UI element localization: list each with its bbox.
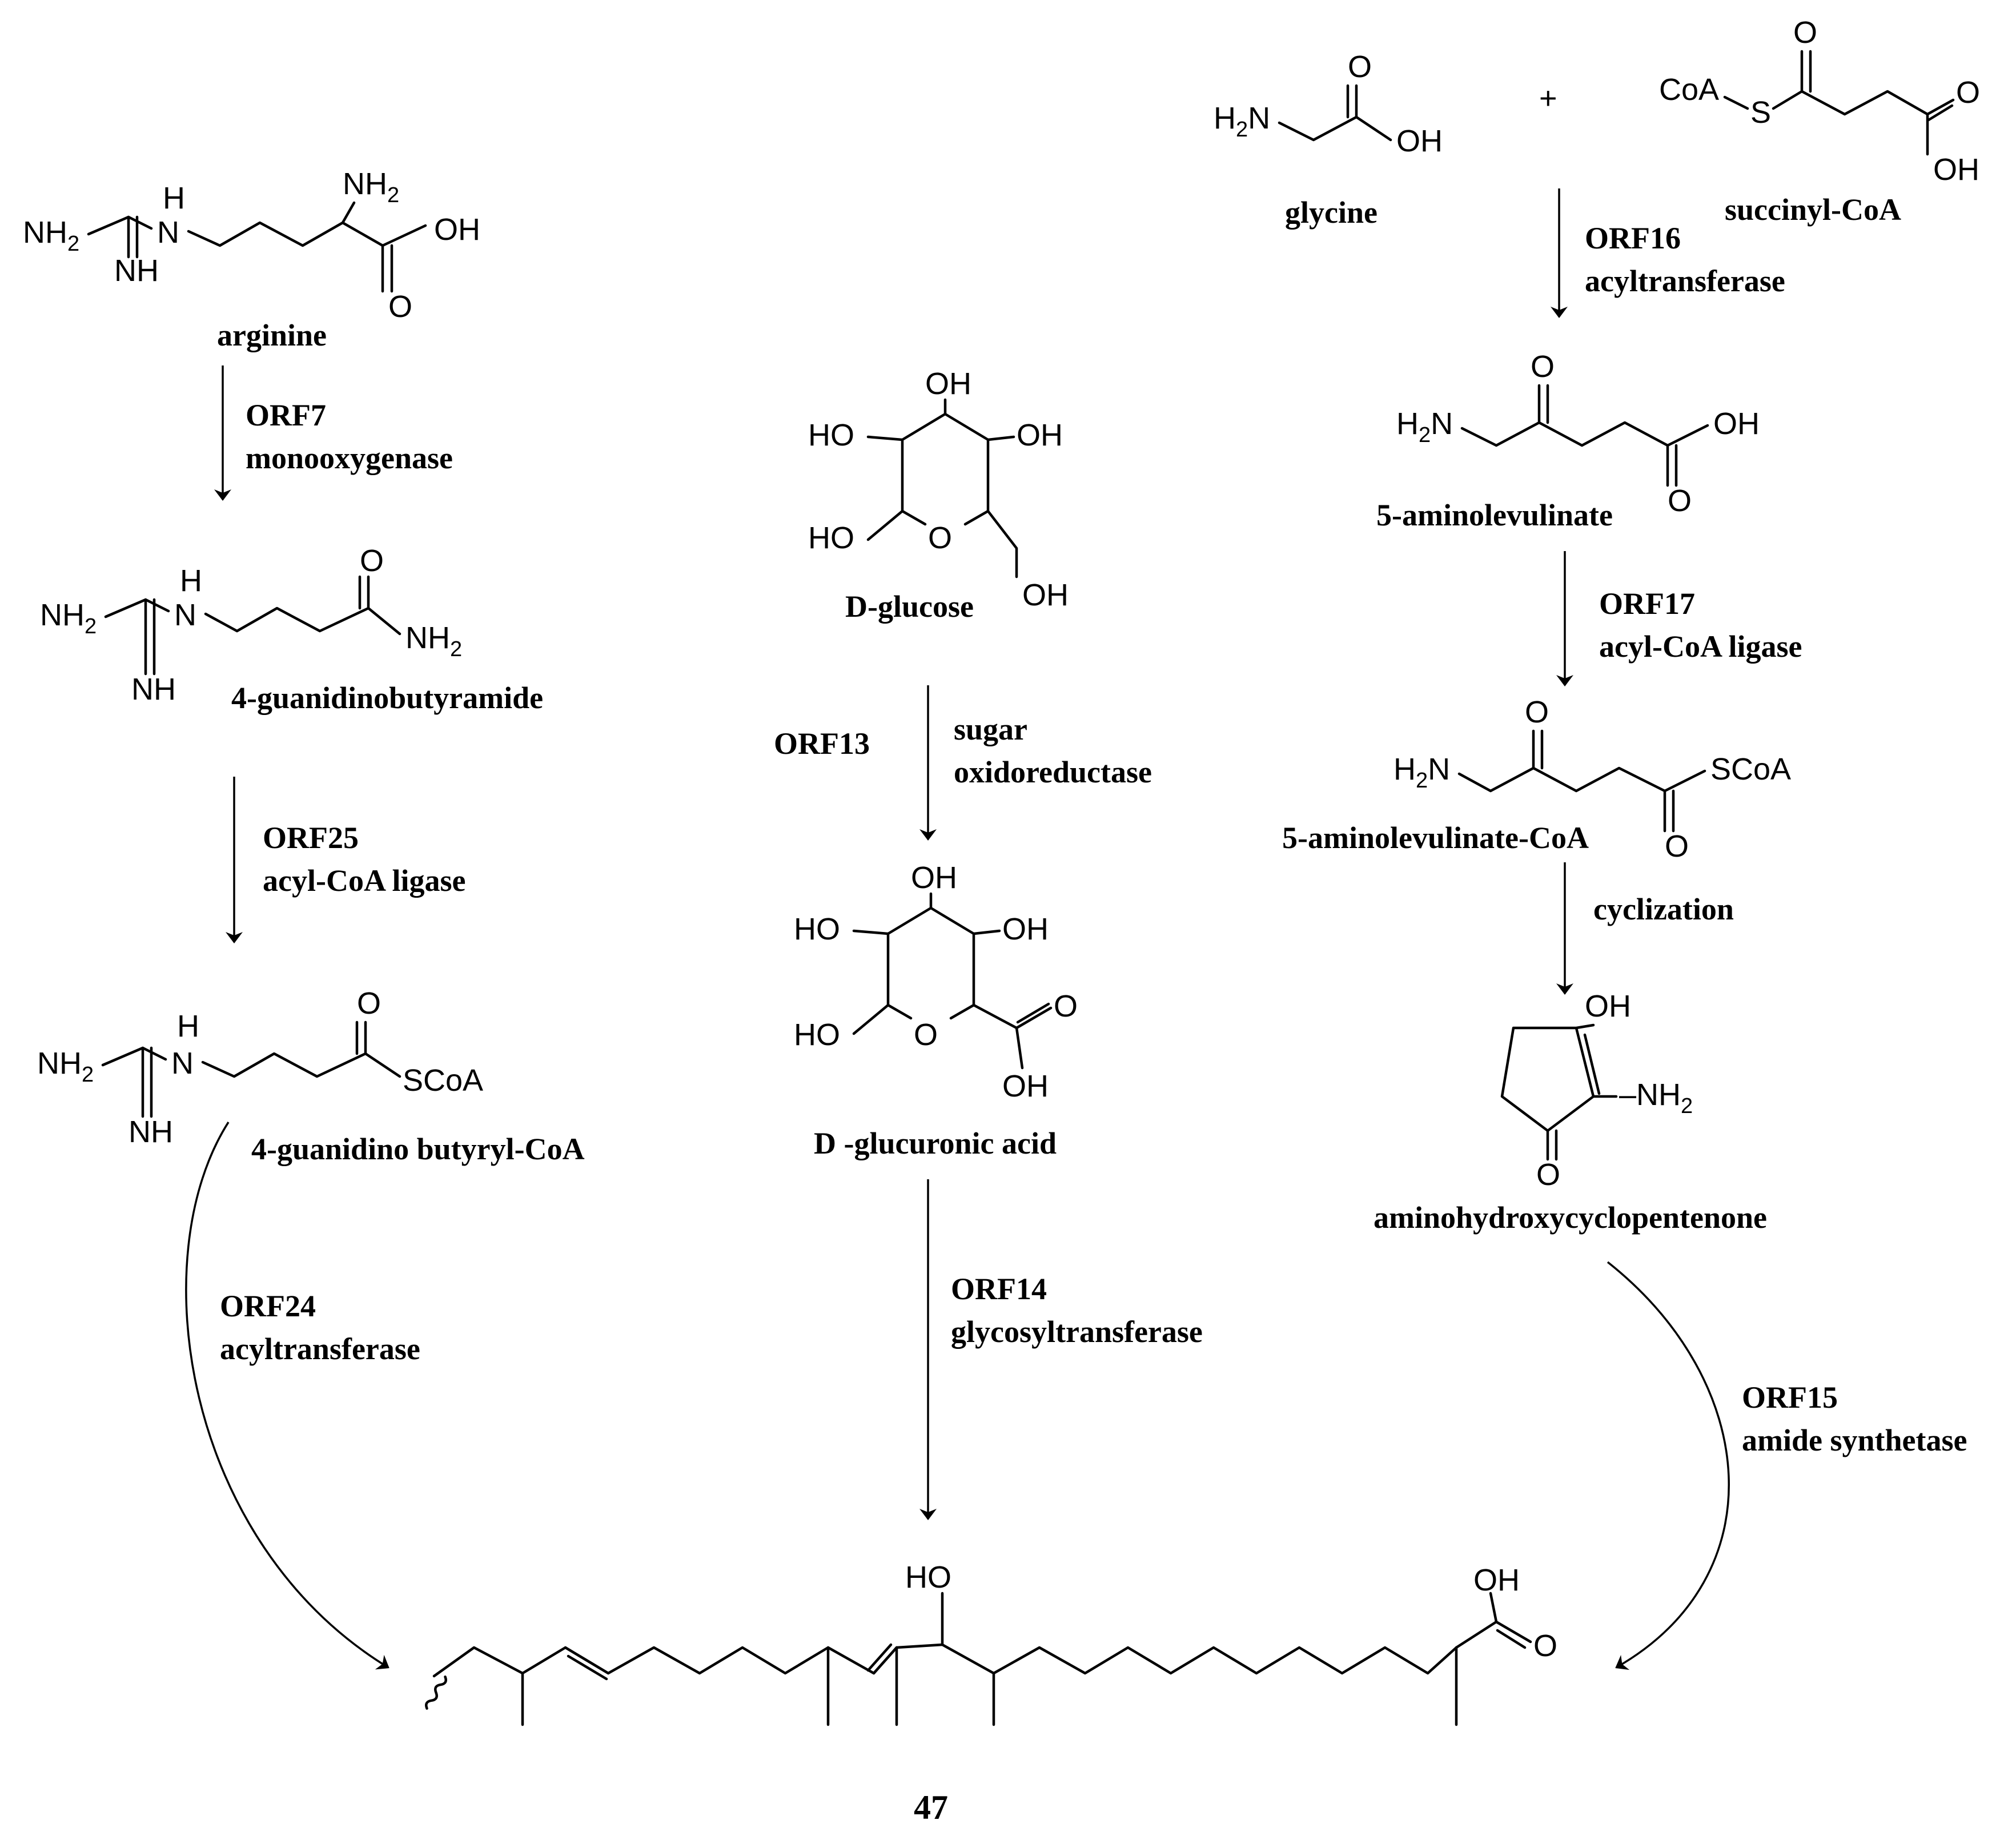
atom-nh: NH (131, 672, 176, 706)
compound-label-aminolevulinate-coa: 5-aminolevulinate-CoA (1282, 821, 1589, 855)
atom-h2n: H2N (1214, 101, 1270, 142)
atom-o: O (1054, 989, 1078, 1023)
compound-label-ahc: aminohydroxycyclopentenone (1374, 1200, 1767, 1235)
atom-nh: NH (128, 1115, 173, 1149)
atom-o: O (1531, 349, 1555, 384)
atom-ho: HO (905, 1560, 951, 1594)
gene-label-orf17: ORF17 (1599, 586, 1695, 621)
enzyme-label-orf15: amide synthetase (1742, 1423, 1967, 1457)
gene-label-orf14: ORF14 (951, 1272, 1047, 1306)
atom-scoa: SCoA (403, 1063, 483, 1098)
atom-nh2: NH2 (405, 621, 462, 661)
atom-ho: HO (808, 418, 854, 452)
atom-o: O (1533, 1629, 1557, 1663)
gene-label-orf24: ORF24 (220, 1289, 316, 1323)
enzyme-label-orf13-line2: oxidoreductase (954, 755, 1152, 789)
atom-nh2: NH2 (40, 598, 97, 638)
compound-label-glycine: glycine (1285, 195, 1378, 230)
atom-ring-o: O (928, 521, 952, 555)
atom-ho: HO (808, 521, 854, 555)
gene-label-orf7: ORF7 (246, 398, 326, 432)
atom-o: O (1668, 484, 1692, 518)
atom-h2n: H2N (1396, 407, 1453, 447)
atom-oh: OH (1473, 1563, 1520, 1597)
enzyme-label-orf16: acyltransferase (1585, 264, 1785, 298)
atom-h: H (163, 181, 185, 215)
atom-nh2: NH2 (23, 215, 79, 256)
glucose-structure: OH HO OH HO O OH (808, 367, 1069, 612)
compound-label-glucose: D-glucose (845, 589, 974, 624)
atom-scoa: SCoA (1710, 752, 1791, 786)
atom-oh: OH (1022, 578, 1069, 612)
enzyme-label-cyclization: cyclization (1593, 892, 1734, 926)
glycine-structure: H2N O OH (1214, 50, 1443, 158)
glucuronic-acid-structure: OH HO OH HO O O OH (794, 861, 1078, 1103)
atom-o: O (1665, 829, 1689, 863)
atom-h: H (177, 1009, 199, 1043)
compound-label-glucuronic-acid: D -glucuronic acid (814, 1126, 1057, 1160)
atom-oh: OH (925, 367, 971, 401)
plus-sign: + (1539, 81, 1557, 115)
gene-label-orf25: ORF25 (263, 821, 359, 855)
compound-label-guanidinobutyryl-coa: 4-guanidino butyryl-CoA (251, 1132, 585, 1166)
succinyl-coa-structure: CoA S O O OH (1659, 15, 1980, 187)
atom-o: O (360, 544, 384, 578)
atom-o: O (1793, 15, 1817, 50)
enzyme-label-orf17: acyl-CoA ligase (1599, 629, 1802, 664)
atom-n: N (174, 598, 196, 632)
atom-oh: OH (911, 861, 957, 895)
compound-label-guanidinobutyramide: 4-guanidinobutyramide (231, 681, 543, 715)
product-47-structure: HO OH O (425, 1560, 1557, 1726)
atom-o: O (1348, 50, 1372, 84)
atom-o: O (388, 290, 412, 324)
arrow-orf24 (185, 1122, 389, 1670)
compound-label-arginine: arginine (217, 318, 327, 352)
atom-h2n: H2N (1393, 752, 1450, 793)
enzyme-label-orf14: glycosyltransferase (951, 1315, 1203, 1349)
atom-oh: OH (1933, 152, 1979, 187)
atom-oh: OH (1002, 1069, 1049, 1103)
atom-nh: NH (114, 254, 159, 288)
atom-nh2: –NH2 (1619, 1078, 1693, 1118)
compound-label-aminolevulinate: 5-aminolevulinate (1376, 498, 1613, 532)
compound-number-47: 47 (914, 1789, 948, 1826)
enzyme-label-orf24: acyltransferase (220, 1332, 420, 1366)
atom-ho: HO (794, 1018, 840, 1052)
atom-oh: OH (1017, 418, 1063, 452)
atom-n: N (157, 215, 179, 250)
atom-oh: OH (1396, 124, 1443, 158)
atom-o: O (1525, 695, 1549, 729)
atom-oh: OH (1002, 912, 1049, 946)
guanidinobutyramide-structure: NH2 NH N H O NH2 4-guanidinobutyramide (40, 544, 543, 715)
aminolevulinate-coa-structure: H2N O SCoA O (1393, 695, 1791, 863)
atom-h: H (180, 564, 202, 598)
enzyme-label-orf25: acyl-CoA ligase (263, 863, 465, 898)
aminohydroxycyclopentenone-structure: OH –NH2 O (1500, 989, 1693, 1192)
compound-label-succinyl-coa: succinyl-CoA (1725, 192, 1901, 227)
atom-s: S (1750, 95, 1771, 130)
atom-oh: OH (1585, 989, 1631, 1023)
aminolevulinate-structure: H2N O OH O (1396, 349, 1760, 518)
atom-o: O (357, 986, 381, 1021)
atom-oh: OH (1713, 407, 1760, 441)
gene-label-orf15: ORF15 (1742, 1380, 1838, 1415)
atom-n: N (171, 1046, 194, 1080)
atom-oh: OH (434, 212, 480, 247)
atom-nh2: NH2 (343, 167, 399, 207)
atom-o: O (1956, 75, 1980, 110)
gene-label-orf13: ORF13 (774, 726, 870, 761)
arginine-structure: NH2 NH N H NH2 OH O arginine (23, 167, 480, 352)
atom-ho: HO (794, 912, 840, 946)
atom-nh2: NH2 (37, 1046, 94, 1087)
arrow-orf15 (1607, 1261, 1730, 1670)
atom-ring-o: O (914, 1018, 938, 1052)
guanidinobutyryl-coa-structure: NH2 NH N H O SCoA 4-guanidino butyryl-Co… (37, 986, 585, 1166)
atom-coa: CoA (1659, 73, 1719, 107)
enzyme-label-orf7: monooxygenase (246, 441, 453, 475)
enzyme-label-orf13: sugar (954, 712, 1027, 746)
gene-label-orf16: ORF16 (1585, 221, 1681, 255)
atom-o: O (1536, 1158, 1560, 1192)
